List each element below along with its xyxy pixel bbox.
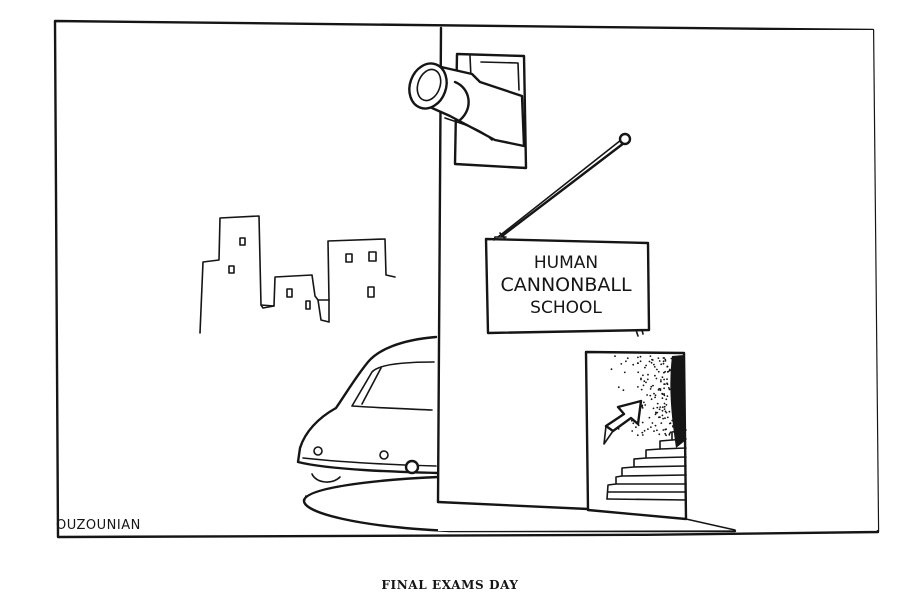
cartoon-caption: FINAL EXAMS DAY xyxy=(381,578,519,592)
round-platform xyxy=(302,475,737,533)
panel-border xyxy=(53,19,880,539)
building-base xyxy=(685,518,736,531)
cannon-icon xyxy=(408,62,526,148)
school-sign: HUMAN CANNONBALL SCHOOL xyxy=(484,236,651,337)
parked-car xyxy=(296,335,440,483)
sign-line-cannonball: CANNONBALL xyxy=(500,274,631,296)
sign-line-school: SCHOOL xyxy=(530,298,602,318)
arrow-up-right-icon xyxy=(603,399,643,445)
city-skyline xyxy=(199,215,396,334)
sign-line-human: HUMAN xyxy=(534,253,598,273)
artist-signature: OUZOUNIAN xyxy=(56,518,141,533)
staircase xyxy=(606,429,687,501)
